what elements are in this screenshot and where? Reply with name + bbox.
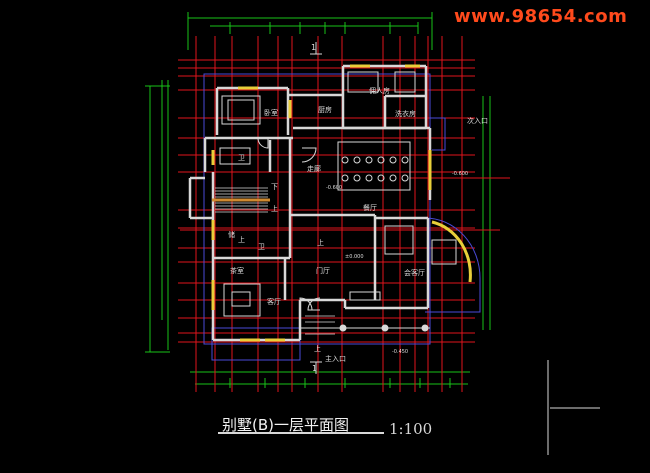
room-label-tea-room: 茶室 (230, 267, 244, 275)
room-label-foyer: 门厅 (316, 267, 330, 275)
level-mark-entry: -0.450 (392, 349, 409, 355)
dining-chair (365, 174, 373, 182)
axis-marker (310, 42, 322, 55)
room-label-kitchen: 厨房 (318, 106, 332, 114)
room-label-living: 客厅 (267, 298, 281, 306)
room-label-storage: 储 (228, 231, 235, 239)
dining-chair (389, 156, 397, 164)
window-bay (431, 220, 472, 283)
dining-chair (377, 174, 385, 182)
kitchen-counter (347, 71, 379, 93)
room-label-laundry: 洗衣房 (395, 110, 416, 118)
dining-chair (353, 156, 361, 164)
bay-outline (424, 217, 481, 313)
level-mark-foyer: ±0.000 (345, 254, 364, 260)
door-swing (301, 147, 317, 163)
room-label-bedroom: 卧室 (264, 109, 278, 117)
drawing-scale: 1:100 (389, 420, 433, 438)
coffee-table (231, 291, 251, 307)
room-label-passage: 走廊 (307, 165, 321, 173)
bed-outline (221, 95, 261, 125)
room-label-dining: 餐厅 (363, 204, 377, 212)
dining-chair (341, 174, 349, 182)
dining-chair (341, 156, 349, 164)
dining-chair (353, 174, 361, 182)
axis-label-top: 1 (311, 43, 317, 52)
dining-chair (365, 156, 373, 164)
axis-marker (310, 361, 322, 374)
title-underline (218, 432, 384, 434)
bath-fixture (394, 71, 416, 93)
piano (431, 239, 457, 265)
main-entry-up: 上 (314, 345, 321, 353)
side-entry-outline (430, 117, 446, 151)
room-label-main-entry: 主入口 (325, 355, 346, 363)
door-swing (299, 297, 313, 311)
dining-chair (389, 174, 397, 182)
level-mark-outside: -0.600 (452, 171, 469, 177)
bath-fixture (219, 147, 251, 165)
terrace-outline (211, 327, 301, 361)
room-label-bath: 卫 (238, 154, 245, 162)
salon-furniture (384, 225, 414, 255)
axis-label-bottom: 1 (312, 364, 318, 373)
room-label-salon: 会客厅 (404, 269, 425, 277)
room-label-side-entry: 次入口 (467, 117, 488, 125)
door-swing (307, 297, 321, 311)
building-outline (203, 73, 431, 345)
room-label-servant-room: 佣人房 (369, 87, 390, 95)
dining-chair (401, 174, 409, 182)
drawing-title: 别墅(B)一层平面图 (222, 416, 349, 434)
dining-table (337, 141, 411, 191)
stair-label-down: 下 (271, 183, 278, 191)
dining-chair (401, 156, 409, 164)
level-up-b: 上 (238, 236, 245, 244)
dining-chair (377, 156, 385, 164)
room-label-bath2: 卫 (258, 243, 265, 251)
level-up-a: 上 (317, 239, 324, 247)
stair-label-up: 上 (271, 205, 278, 213)
steps (349, 291, 381, 301)
sofa-set (223, 283, 261, 317)
door-swing (257, 137, 269, 149)
level-mark-dining: -0.600 (326, 185, 343, 191)
watermark-text: www.98654.com (454, 6, 628, 27)
bed-inner (227, 99, 255, 121)
